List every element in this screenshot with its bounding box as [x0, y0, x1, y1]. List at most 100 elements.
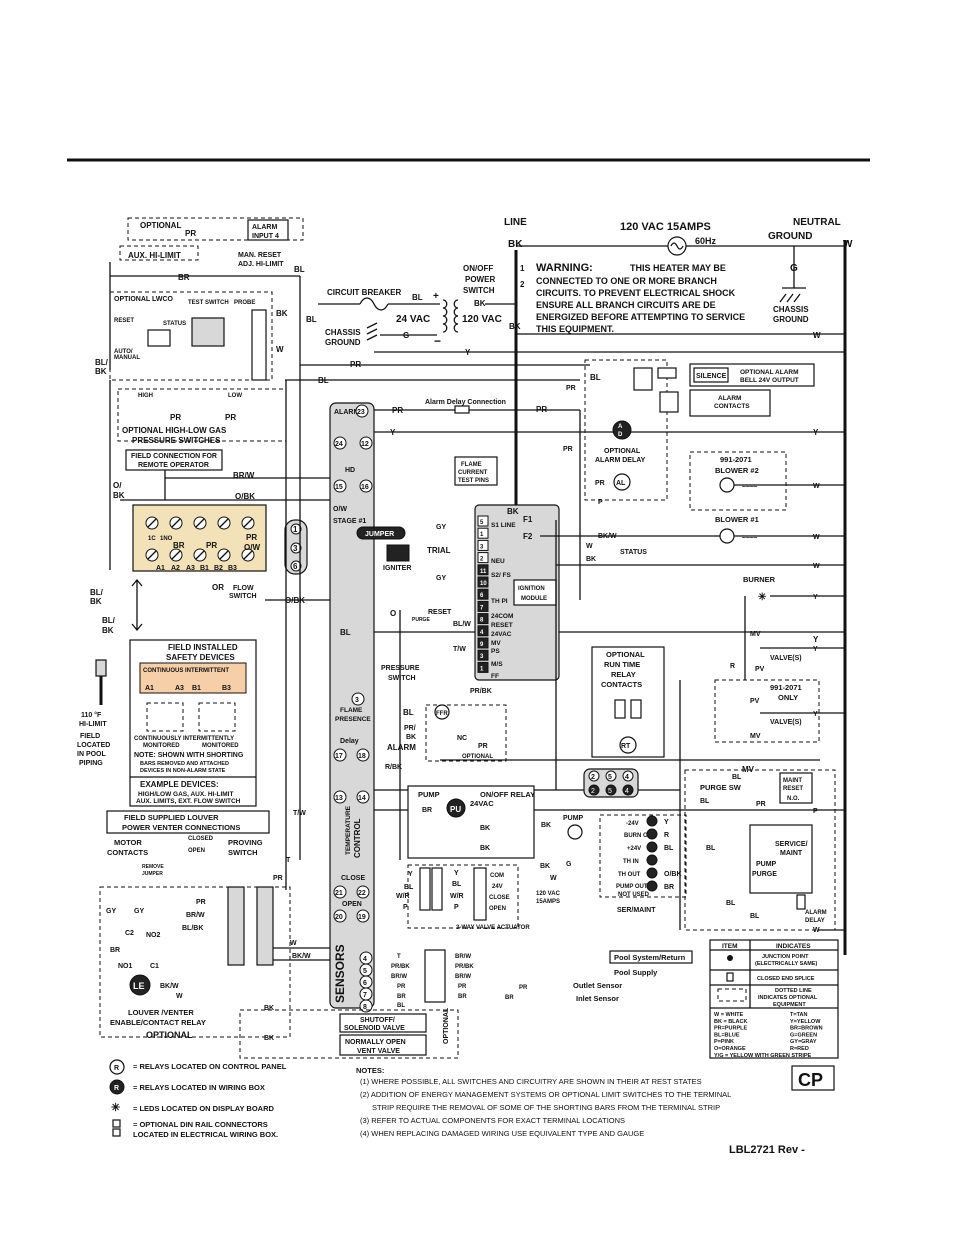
ignition-label: 24COM [491, 613, 513, 620]
color-key-left: O=ORANGE [714, 1046, 746, 1052]
svg-text:110 °F: 110 °F [81, 711, 102, 719]
svg-text:SHUTOFF/: SHUTOFF/ [360, 1017, 395, 1024]
svg-text:BK/W: BK/W [598, 533, 617, 540]
svg-text:VALVE(S): VALVE(S) [770, 719, 802, 726]
ignition-terminal [477, 552, 489, 564]
svg-text:MANUAL: MANUAL [114, 355, 140, 361]
svg-text:2: 2 [591, 788, 595, 795]
freq-label: 60Hz [695, 236, 717, 246]
optional-box [127, 217, 304, 241]
svg-text:8: 8 [480, 618, 484, 624]
control-pin [356, 885, 370, 899]
svg-text:BR/W: BR/W [391, 974, 407, 980]
svg-text:PROBE: PROBE [234, 300, 255, 306]
color-key-right: R=RED [790, 1046, 809, 1052]
svg-text:BL: BL [750, 913, 760, 920]
svg-text:BK: BK [113, 491, 125, 500]
svg-text:(ELECTRICALLY SAME): (ELECTRICALLY SAME) [755, 961, 818, 967]
svg-text:SWITCH: SWITCH [463, 286, 495, 295]
label-code: LBL2721 Rev - [729, 1144, 805, 1156]
svg-text:2: 2 [480, 557, 484, 563]
ground-label: GROUND [768, 231, 812, 242]
svg-text:A3: A3 [186, 565, 195, 572]
control-pin [356, 748, 370, 762]
svg-text:W/R: W/R [450, 893, 464, 900]
svg-text:BK: BK [102, 626, 114, 635]
svg-text:BL: BL [706, 845, 716, 852]
control-pin [359, 999, 373, 1013]
ignition-label: M/S [491, 661, 503, 668]
svg-text:1: 1 [520, 264, 525, 273]
control-pin-label: 8 [363, 1004, 367, 1011]
control-pin [333, 748, 347, 762]
svg-text:LOW: LOW [228, 393, 242, 399]
svg-text:W: W [276, 345, 284, 354]
svg-text:SWITCH: SWITCH [229, 593, 257, 600]
svg-text:NO1: NO1 [118, 963, 133, 970]
svg-text:TEST PINS: TEST PINS [458, 478, 489, 484]
svg-text:W/R: W/R [396, 893, 410, 900]
control-pin [356, 790, 370, 804]
control-wiring: PR Alarm Delay Connection PR Y Y BL R Y [340, 399, 845, 644]
svg-text:CONTACTS: CONTACTS [601, 680, 642, 689]
connector-136: 1 3 6 [284, 519, 308, 575]
svg-text:RELAY: RELAY [611, 670, 636, 679]
svg-text:SWITCH: SWITCH [388, 675, 416, 682]
svg-text:SAFETY DEVICES: SAFETY DEVICES [166, 653, 235, 662]
svg-text:OPTIONAL: OPTIONAL [462, 754, 493, 760]
svg-text:ENABLE/CONTACT RELAY: ENABLE/CONTACT RELAY [110, 1018, 206, 1027]
control-pin-label: 4 [363, 956, 367, 963]
svg-text:(4) WHEN REPLACING DAMAGED WIR: (4) WHEN REPLACING DAMAGED WIRING USE EQ… [360, 1129, 644, 1138]
svg-text:BK: BK [264, 1035, 274, 1042]
svg-text:W: W [176, 993, 183, 1000]
svg-text:TEST SWITCH: TEST SWITCH [188, 300, 229, 306]
chassis-ground2-label: CHASSIS [325, 328, 361, 337]
svg-text:CONTROL: CONTROL [353, 818, 362, 858]
svg-text:BR: BR [458, 994, 467, 1000]
svg-text:6: 6 [293, 562, 298, 571]
svg-text:FIELD INSTALLED: FIELD INSTALLED [168, 643, 238, 652]
control-pin-label: 21 [335, 890, 343, 897]
svg-text:PR: PR [478, 743, 488, 750]
svg-text:W: W [586, 543, 593, 550]
control-pin [333, 909, 347, 923]
control-pin-label: 15 [335, 484, 343, 491]
ignition-label: S1 LINE [491, 522, 516, 529]
alarm-area: BL SILENCE OPTIONAL ALARM BELL 24V OUTPU… [563, 359, 815, 600]
svg-text:OPTIONAL: OPTIONAL [443, 1007, 450, 1044]
svg-text:MOTOR: MOTOR [114, 838, 142, 847]
ignition-terminal [477, 515, 489, 527]
svg-text:P: P [403, 904, 408, 911]
control-pin-label: 16 [361, 484, 369, 491]
svg-text:BL: BL [294, 265, 305, 274]
svg-text:Y: Y [408, 871, 413, 878]
svg-text:BK: BK [586, 556, 596, 563]
svg-text:ALARM: ALARM [718, 395, 741, 402]
svg-text:HI-LIMIT: HI-LIMIT [79, 721, 107, 728]
svg-text:10: 10 [480, 581, 487, 587]
svg-text:BL/W: BL/W [453, 621, 471, 628]
svg-text:R: R [114, 1085, 119, 1092]
symbols-legend: R = RELAYS LOCATED ON CONTROL PANEL R = … [109, 1059, 287, 1139]
svg-text:BR/W: BR/W [455, 954, 471, 960]
svg-text:6: 6 [480, 593, 484, 599]
svg-text:OPEN: OPEN [489, 906, 506, 912]
svg-text:O/W: O/W [333, 506, 347, 513]
ignition-label: NEU [491, 558, 505, 565]
svg-text:PV: PV [755, 666, 765, 673]
svg-text:B3: B3 [222, 685, 231, 692]
svg-text:PR: PR [566, 385, 576, 392]
svg-text:PU: PU [450, 805, 461, 814]
svg-text:991-2071: 991-2071 [720, 455, 752, 464]
svg-text:P: P [813, 808, 818, 815]
ignition-terminal [477, 564, 489, 576]
svg-text:EXAMPLE DEVICES:: EXAMPLE DEVICES: [140, 780, 219, 789]
ignition-label: 24VAC [491, 631, 512, 638]
hi-limit-sensor: BL/ BK BL/ BK 110 °F HI-LIMIT FIELD LOCA… [77, 588, 116, 767]
svg-text:Y: Y [813, 635, 819, 644]
svg-text:NOT USED: NOT USED [618, 892, 650, 898]
svg-text:B3: B3 [228, 565, 237, 572]
svg-text:BL: BL [590, 373, 601, 382]
svg-text:BK: BK [90, 597, 102, 606]
svg-text:−: − [434, 334, 441, 348]
